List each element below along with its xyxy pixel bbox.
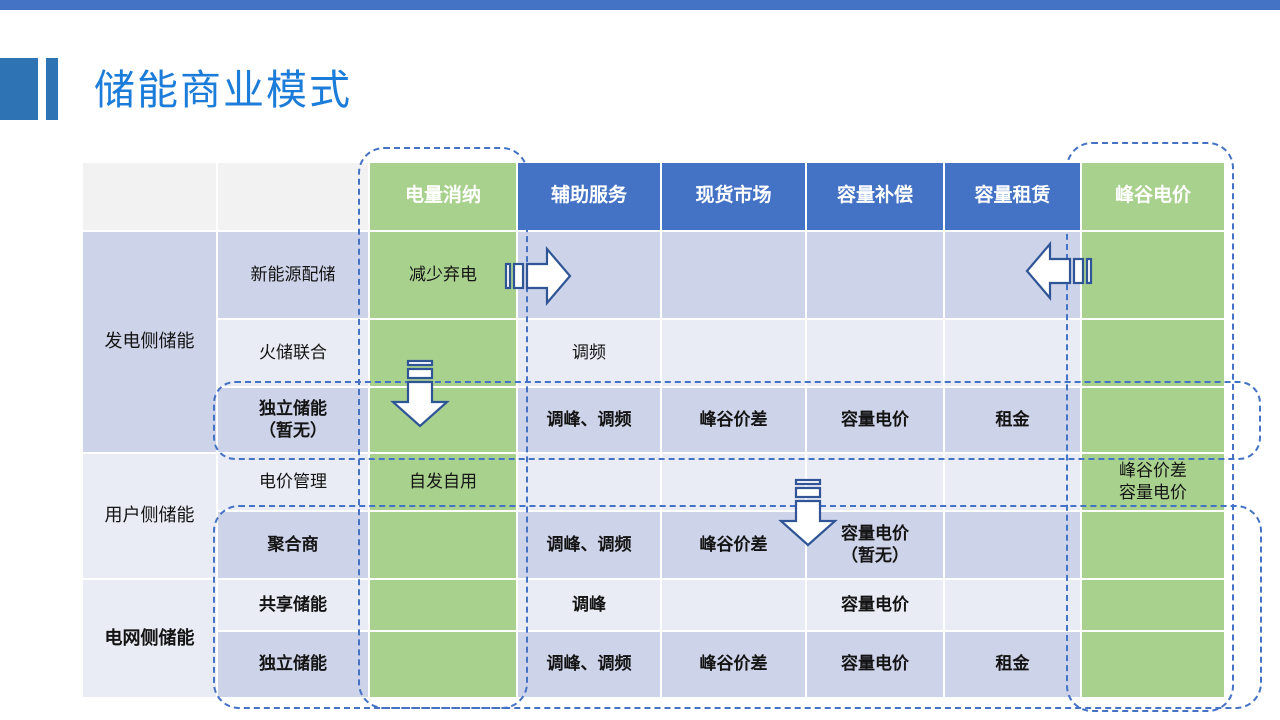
table-cell (945, 320, 1080, 386)
table-cell (1082, 388, 1224, 452)
table-cell: 容量电价 (807, 632, 943, 697)
table-cell: 容量电价 (807, 580, 943, 630)
table-cell (945, 454, 1080, 510)
group-generation-side: 发电侧储能 (83, 232, 216, 452)
col-header-ancillary-services: 辅助服务 (518, 163, 660, 230)
striped-arrow-down-icon (777, 478, 839, 548)
table-cell (1082, 512, 1224, 578)
table-cell (1082, 232, 1224, 318)
col-header-capacity-lease: 容量租赁 (945, 163, 1080, 230)
row-label-independent-storage-grid: 独立储能 (218, 632, 368, 697)
table-cell (1082, 320, 1224, 386)
table-cell: 减少弃电 (370, 232, 516, 318)
col-header-spot-market: 现货市场 (662, 163, 805, 230)
table-cell (370, 320, 516, 386)
table-cell: 容量电价 (807, 388, 943, 452)
row-label-shared-storage: 共享储能 (218, 580, 368, 630)
table-cell (370, 632, 516, 697)
table-cell (1082, 632, 1224, 697)
table-cell: 租金 (945, 388, 1080, 452)
table-cell: 峰谷价差 容量电价 (1082, 454, 1224, 510)
top-accent-bar (0, 0, 1280, 10)
row-label-thermal-storage-joint: 火储联合 (218, 320, 368, 386)
table-cell (1082, 580, 1224, 630)
row-label-price-management: 电价管理 (218, 454, 368, 510)
table-cell (662, 320, 805, 386)
table-cell (370, 512, 516, 578)
table-cell: 调峰、调频 (518, 512, 660, 578)
row-label-new-energy-paired-storage: 新能源配储 (218, 232, 368, 318)
table-cell (945, 512, 1080, 578)
table-cell: 调峰、调频 (518, 632, 660, 697)
table-cell (807, 232, 943, 318)
table-cell: 调峰、调频 (518, 388, 660, 452)
striped-arrow-down-icon (389, 356, 451, 432)
table-cell (662, 232, 805, 318)
header-corner-group (83, 163, 216, 230)
table-cell (807, 454, 943, 510)
col-header-energy-consumption: 电量消纳 (370, 163, 516, 230)
group-user-side: 用户侧储能 (83, 454, 216, 578)
table-cell (945, 580, 1080, 630)
table-cell: 峰谷价差 (662, 388, 805, 452)
header-corner-type (218, 163, 368, 230)
table-cell (662, 580, 805, 630)
col-header-capacity-compensation: 容量补偿 (807, 163, 943, 230)
row-label-independent-storage-generation: 独立储能 （暂无） (218, 388, 368, 452)
table-cell (370, 580, 516, 630)
title-accent-square-icon (0, 58, 38, 120)
row-label-aggregator: 聚合商 (218, 512, 368, 578)
page-title: 储能商业模式 (94, 67, 352, 113)
business-model-table: 电量消纳 辅助服务 现货市场 容量补偿 容量租赁 峰谷电价 发电侧储能 新能源配… (83, 163, 1224, 697)
table-cell (807, 320, 943, 386)
table-cell: 调峰 (518, 580, 660, 630)
table-cell: 租金 (945, 632, 1080, 697)
table-cell (518, 454, 660, 510)
table-cell: 峰谷价差 (662, 632, 805, 697)
striped-arrow-right-icon (504, 245, 572, 307)
table-cell: 调频 (518, 320, 660, 386)
group-grid-side: 电网侧储能 (83, 580, 216, 697)
table-cell (370, 388, 516, 452)
title-accent-bar-icon (46, 58, 58, 120)
table-cell: 自发自用 (370, 454, 516, 510)
striped-arrow-left-icon (1022, 240, 1096, 302)
table-cell: 峰谷价差 (662, 512, 805, 578)
col-header-peak-valley-price: 峰谷电价 (1082, 163, 1224, 230)
table-cell (662, 454, 805, 510)
